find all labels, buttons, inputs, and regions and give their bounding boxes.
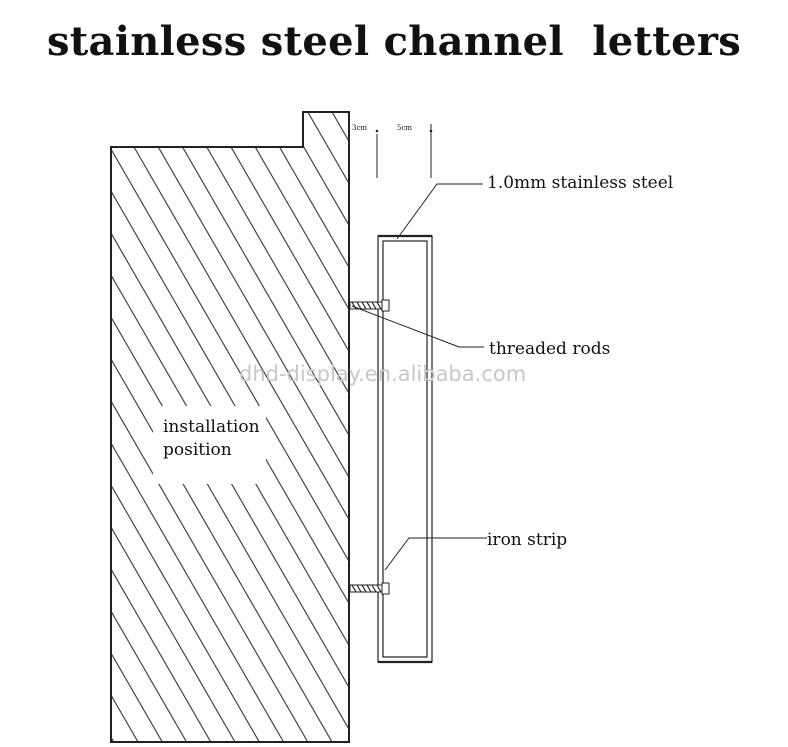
dimension-tick-gap: [375, 129, 379, 133]
dimension-gap-label: 3cm: [352, 124, 367, 132]
dimension-tick-depth: [429, 129, 433, 133]
threaded-rods-label: threaded rods: [489, 339, 610, 359]
dimension-markers: [376, 124, 432, 178]
installation-label-line1: installation: [163, 417, 260, 437]
installation-label-box: [153, 406, 266, 484]
leader-lines: [351, 183, 487, 571]
channel-letter-profile: [377, 234, 433, 664]
watermark: dhd-display.en.alibaba.com: [239, 362, 526, 386]
threaded-rod-top: [349, 299, 390, 312]
dimension-depth-label: 5cm: [397, 124, 412, 132]
material-label: 1.0mm stainless steel: [487, 173, 673, 193]
threaded-rod-bottom: [349, 582, 390, 595]
page-title: stainless steel channel letters: [46, 18, 742, 65]
installation-label-line2: position: [163, 440, 232, 460]
iron-strip-label: iron strip: [487, 530, 567, 550]
